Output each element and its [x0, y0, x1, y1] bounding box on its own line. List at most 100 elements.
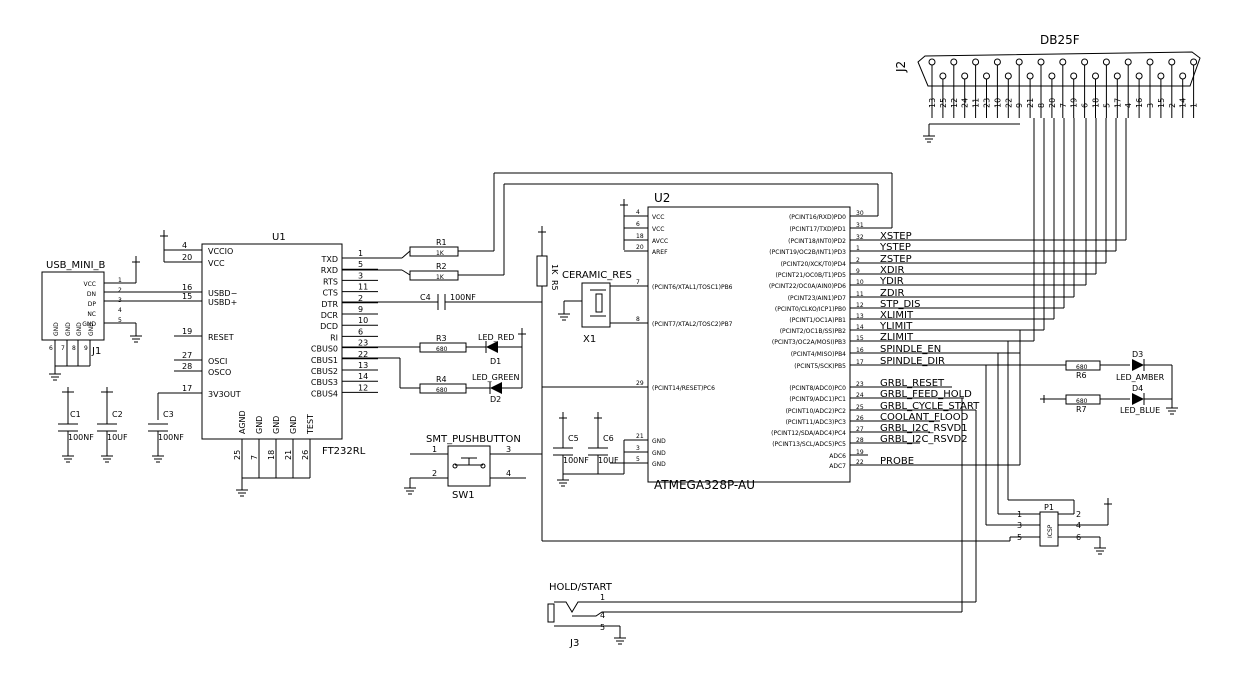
- db25-pin-hole: [1004, 72, 1012, 80]
- db25-pin-hole: [1113, 72, 1121, 80]
- db25-pin-hole: [1015, 58, 1023, 66]
- db25-pin-hole: [1102, 58, 1110, 66]
- jack-name: HOLD/START: [549, 582, 613, 593]
- capacitor-icon: [58, 423, 78, 432]
- atmega-pin-number: 5: [636, 456, 640, 463]
- db25-pin-number: 11: [972, 98, 981, 108]
- svg-text:SW1: SW1: [452, 490, 475, 501]
- usb-gnd-label: GND: [53, 322, 60, 336]
- atmega-pin-number: 24: [856, 392, 864, 399]
- led-circuit-blue: 680 R7 D4 LED_BLUE: [1040, 365, 1178, 415]
- ft232-pin-name: DTR: [321, 300, 338, 309]
- atmega-pin-name: VCC: [652, 214, 664, 221]
- ft232-pin-number: 15: [182, 292, 192, 301]
- atmega-pin-name: AREF: [652, 249, 668, 256]
- net-label: ZSTEP: [880, 254, 912, 265]
- svg-text:R7: R7: [1076, 405, 1087, 414]
- resistor-r5: 1K R5: [536, 226, 1010, 542]
- svg-text:C4: C4: [420, 293, 431, 302]
- atmega-pin-name: (PCINT21/OC0B/T1)PD5: [776, 272, 847, 279]
- ft232-pin-name: RI: [330, 333, 338, 342]
- svg-text:100NF: 100NF: [450, 293, 476, 302]
- atmega-pin-number: 8: [636, 316, 640, 323]
- db25-pin-number: 23: [983, 98, 992, 108]
- ground-icon: [101, 455, 113, 463]
- power-flag-icon: [620, 199, 628, 206]
- usb-pin-number: 4: [118, 307, 122, 314]
- net-label: STP_DIS: [880, 299, 920, 310]
- svg-text:P1: P1: [1044, 503, 1054, 512]
- atmega-pin-number: 6: [636, 221, 640, 228]
- svg-text:5: 5: [600, 623, 605, 632]
- db25-pin-number: 8: [1037, 103, 1046, 108]
- ground-icon: [557, 479, 569, 487]
- svg-text:J3: J3: [569, 638, 579, 649]
- db25-pin-number: 18: [1092, 98, 1101, 108]
- ft232-pin-number: 7: [250, 455, 259, 460]
- ft232-pin-name: CBUS4: [311, 389, 338, 398]
- net-label: GRBL_FEED_HOLD: [880, 389, 972, 400]
- icsp-header: P1 ICSP 135 246: [940, 340, 1112, 555]
- db25-pin-number: 10: [993, 98, 1002, 108]
- atmega-pin-number: 22: [856, 459, 864, 466]
- led-amber-label: LED_AMBER: [1116, 373, 1165, 382]
- atmega-chip: U2 ATMEGA328P-AU 4VCC6VCC18AVCC20AREF7(P…: [610, 191, 868, 492]
- ft232-pin-name: DCD: [320, 322, 338, 331]
- atmega-pin-name: (PCINT20/XCK/T0)PD4: [781, 261, 847, 268]
- net-label: SPINDLE_EN: [880, 344, 941, 355]
- power-flag-icon: [62, 387, 74, 393]
- led-icon: [490, 382, 502, 394]
- atmega-pin-number: 25: [856, 404, 864, 411]
- usb-pin-name: DN: [87, 291, 96, 298]
- svg-text:4: 4: [506, 469, 511, 478]
- atmega-pin-number: 17: [856, 359, 864, 366]
- db25-pin-hole: [939, 72, 947, 80]
- atmega-pin-name: (PCINT14/RESET)PC6: [652, 385, 715, 392]
- ground-icon: [236, 489, 248, 497]
- ft232-pin-name: OSCO: [208, 368, 231, 377]
- net-label: PROBE: [880, 456, 914, 467]
- ft232-pin-number: 19: [182, 327, 192, 336]
- ft232-pin-name: CBUS0: [311, 345, 338, 354]
- db25-pin-number: 15: [1157, 98, 1166, 108]
- db25-pin-hole: [1190, 58, 1198, 66]
- ft232-pin-number: 25: [233, 450, 242, 460]
- atmega-part: ATMEGA328P-AU: [654, 478, 755, 492]
- atmega-pin-name: GND: [652, 461, 666, 468]
- db25-pin-hole: [1059, 58, 1067, 66]
- atmega-pin-name: (PCINT13/SCL/ADC5)PC5: [772, 441, 846, 448]
- ft232-pin-name: GND: [289, 416, 298, 434]
- ft232-pin-name: GND: [255, 416, 264, 434]
- net-label: XDIR: [880, 265, 905, 276]
- atmega-pin-number: 9: [856, 268, 860, 275]
- atmega-pin-number: 27: [856, 426, 864, 433]
- ft232-body: [201, 243, 343, 440]
- cap-c4: C4 100NF: [342, 293, 542, 310]
- usb-pin-name: DP: [88, 301, 97, 308]
- atmega-pin-number: 3: [636, 445, 640, 452]
- svg-text:D4: D4: [1132, 384, 1143, 393]
- net-label: XLIMIT: [880, 310, 914, 321]
- ft232-pin-number: 5: [358, 260, 363, 269]
- capacitor-icon: [437, 294, 446, 310]
- atmega-pin-number: 12: [856, 302, 864, 309]
- usb-pin-number: 5: [118, 317, 122, 324]
- net-label: ZDIR: [880, 288, 905, 299]
- svg-text:D2: D2: [490, 395, 501, 404]
- ft232-pin-number: 13: [358, 361, 368, 370]
- usb-gnd-label: GND: [65, 322, 72, 336]
- usb-pin-name: GND: [82, 321, 96, 328]
- svg-text:100NF: 100NF: [68, 433, 94, 442]
- ground-icon: [614, 637, 626, 645]
- ft232-pin-number: 20: [182, 253, 192, 262]
- capacitor-icon: [588, 447, 608, 456]
- ft232-part: FT232RL: [322, 446, 366, 457]
- atmega-pin-number: 1: [856, 245, 860, 252]
- decoupling-caps: C5 100NF C6 10UF: [553, 412, 625, 487]
- led-red-label: LED_RED: [478, 333, 514, 342]
- db25-pin-number: 1: [1190, 103, 1199, 108]
- db25-pin-hole: [993, 58, 1001, 66]
- usb-body: [41, 271, 105, 341]
